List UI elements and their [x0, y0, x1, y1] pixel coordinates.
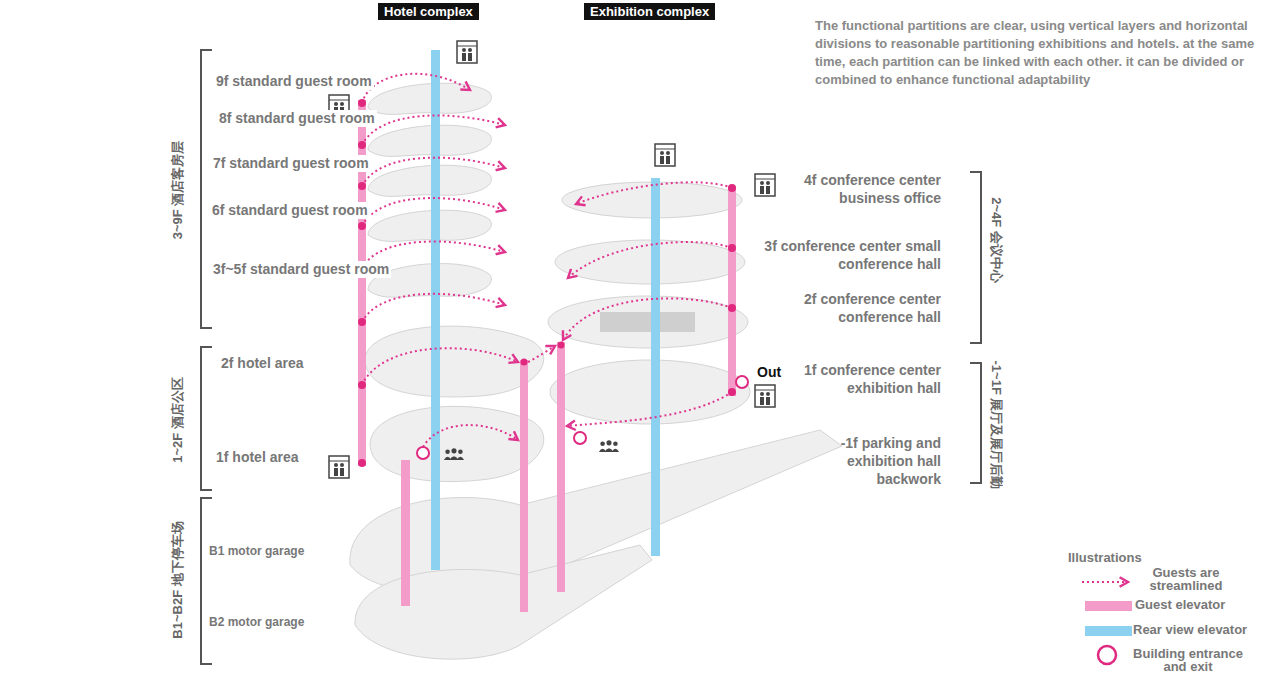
floor-label: 1f hotel area [214, 449, 300, 466]
entrance-ring [417, 447, 429, 459]
guest-flow [423, 425, 518, 447]
elevator-icon [655, 144, 675, 166]
guest-elevator [520, 360, 528, 612]
note-text: The functional partitions are clear, usi… [815, 17, 1260, 89]
legend-swatch [1085, 626, 1132, 636]
junction-dot [358, 318, 366, 326]
hotel-8f-plate [368, 125, 491, 156]
floor-plates [350, 83, 842, 659]
guest-flow [362, 294, 505, 322]
people-icon [444, 448, 464, 460]
entrances [417, 376, 748, 459]
guest-elevator [728, 186, 736, 396]
header-text: Exhibition complex [590, 4, 709, 19]
legend-flow-sample [1082, 581, 1128, 583]
guest-flow [568, 242, 732, 278]
bracket [201, 50, 212, 328]
legend-text: Guest elevator [1135, 598, 1225, 611]
junction-dot [358, 99, 366, 107]
junction-dot [358, 182, 366, 190]
hotel-6f-plate [368, 210, 491, 241]
floor-label: 1f conference center exhibition hall [801, 361, 941, 397]
bracket [201, 347, 212, 490]
elevator-icon [755, 385, 775, 407]
hall-floor [600, 312, 695, 332]
floor-label: -1f parking and exhibition hall backwork [816, 434, 941, 488]
zone-label: 2~4F 会议中心 [988, 197, 1004, 283]
guest-flow [362, 198, 505, 226]
junction-dot [728, 304, 736, 312]
guest-flow [576, 182, 732, 204]
junction-dot [358, 381, 366, 389]
legend-text: Building entrance and exit [1122, 647, 1254, 673]
b2-plate [355, 545, 652, 659]
elevators [358, 50, 736, 612]
junction-dot [728, 244, 736, 252]
junction-dot [521, 359, 528, 366]
exit-label: Out [757, 364, 781, 381]
legend-text: Guests are streamlined [1138, 566, 1234, 592]
junction-dot [558, 342, 565, 349]
zone-label: 3~9F 酒店客房层 [170, 141, 186, 240]
bracket [970, 172, 981, 343]
junction-dot [728, 388, 736, 396]
zone-label: -1~1F 展厅及展厅后勤 [988, 361, 1004, 490]
guest-flows [362, 74, 732, 447]
hotel-9f-plate [368, 83, 491, 114]
header-box: Hotel complex [378, 3, 479, 20]
entrance-ring [574, 432, 586, 444]
exhibition-1f-plate [550, 360, 750, 424]
exhibition-2f-plate [548, 296, 748, 348]
junction-dot [358, 222, 366, 230]
zone-label: 1~2F 酒店公区 [170, 377, 186, 463]
entrance-ring [736, 376, 748, 388]
floor-label: 6f standard guest room [210, 202, 370, 219]
legend-title: Illustrations [1068, 550, 1142, 566]
guest-flow [362, 348, 518, 385]
hotel-7f-plate [368, 165, 491, 196]
legend-swatch [1085, 601, 1132, 611]
floor-label: 8f standard guest room [217, 110, 377, 127]
floor-label: 9f standard guest room [214, 73, 374, 90]
junction-dot [358, 459, 366, 467]
floor-label: 3f conference center small conference ha… [731, 237, 941, 273]
people-icon [599, 440, 619, 452]
elevator-icon [755, 174, 775, 196]
bracket [201, 498, 212, 664]
brackets [201, 50, 981, 664]
header-box: Exhibition complex [584, 3, 715, 20]
guest-flow [362, 74, 470, 103]
guest-flow [362, 158, 505, 186]
floor-label: 3f~5f standard guest room [211, 261, 391, 278]
junction-dots [358, 99, 736, 467]
bracket [970, 363, 981, 483]
guest-flow [362, 115, 505, 145]
junction-dot [728, 184, 736, 192]
floor-label: 2f hotel area [219, 355, 305, 372]
floor-label: B1 motor garage [209, 544, 304, 558]
exhibition-3f-plate [555, 240, 745, 284]
header-text: Hotel complex [384, 4, 473, 19]
floor-label: B2 motor garage [209, 615, 304, 629]
floor-label: 4f conference center business office [781, 171, 941, 207]
rear-view-elevator [651, 178, 660, 556]
hotel-2f-plate [365, 326, 544, 397]
hotel-1f-plate [370, 406, 544, 481]
zone-label: B1~B2F 地下停车场 [170, 521, 186, 638]
floor-label: 2f conference center conference hall [781, 290, 941, 326]
legend-text: Rear view elevator [1133, 623, 1247, 636]
junction-dot [358, 141, 366, 149]
rear-view-elevator [431, 50, 440, 570]
guest-flow [528, 346, 555, 362]
floor-label: 7f standard guest room [211, 155, 371, 172]
guest-elevator [557, 342, 565, 592]
guest-elevator [401, 460, 410, 606]
elevator-icon [329, 456, 349, 478]
guest-flow [567, 392, 732, 426]
guest-flow [563, 298, 732, 340]
legend-entrance-sample [1098, 646, 1116, 664]
elevator-icon [457, 41, 477, 63]
